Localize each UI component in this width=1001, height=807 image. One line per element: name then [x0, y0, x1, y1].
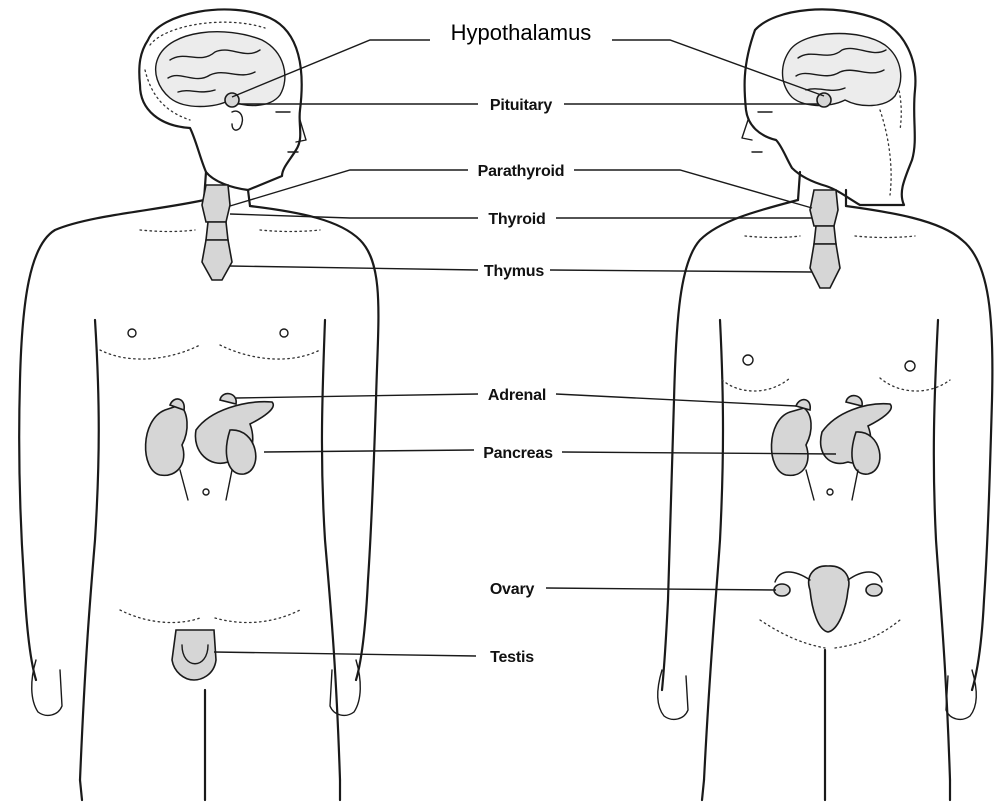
- female-left-kidney: [771, 408, 811, 475]
- male-figure: [19, 9, 378, 800]
- male-ear: [232, 111, 242, 130]
- male-legs: [80, 690, 340, 800]
- female-ureters: [806, 470, 858, 500]
- female-left-nipple: [743, 355, 753, 365]
- female-left-ovary: [774, 584, 790, 596]
- male-adrenal-gland: [170, 394, 236, 410]
- leader-adrenal-right: [556, 394, 796, 406]
- label-thyroid: Thyroid: [488, 211, 545, 228]
- label-testis: Testis: [490, 649, 534, 666]
- male-parathyroid-gland: [206, 222, 228, 240]
- leader-testis: [214, 652, 476, 656]
- leader-parathyroid-right: [574, 170, 812, 208]
- male-testis: [172, 630, 216, 680]
- leader-lines: [214, 40, 836, 656]
- female-pituitary-gland: [817, 93, 831, 107]
- label-adrenal: Adrenal: [488, 387, 546, 404]
- label-thymus: Thymus: [484, 263, 544, 280]
- female-legs: [702, 650, 950, 800]
- female-thyroid-gland: [810, 190, 838, 226]
- male-thymus-gland: [202, 240, 232, 280]
- female-figure: [658, 9, 993, 800]
- male-right-nipple: [280, 329, 288, 337]
- female-adrenal-gland: [796, 396, 862, 410]
- male-groin-stipple: [120, 610, 300, 623]
- male-navel: [203, 489, 209, 495]
- female-parathyroid-gland: [814, 226, 836, 244]
- leader-ovary: [546, 588, 776, 590]
- label-pancreas: Pancreas: [483, 445, 553, 462]
- labels: Hypothalamus Pituitary Parathyroid Thyro…: [451, 20, 592, 666]
- female-right-ovary: [866, 584, 882, 596]
- female-right-kidney: [852, 432, 880, 474]
- female-brain: [783, 34, 901, 106]
- female-navel: [827, 489, 833, 495]
- female-right-hand: [946, 670, 976, 719]
- male-left-kidney: [146, 405, 188, 475]
- label-hypothalamus: Hypothalamus: [451, 20, 592, 45]
- female-uterus: [809, 566, 849, 632]
- leader-thymus-right: [550, 270, 812, 272]
- male-brain: [156, 32, 285, 107]
- leader-thymus-left: [230, 266, 478, 270]
- label-ovary: Ovary: [490, 581, 535, 598]
- male-thyroid-gland: [202, 185, 230, 222]
- leader-parathyroid-left: [230, 170, 468, 206]
- leader-pancreas-left: [264, 450, 474, 452]
- leader-adrenal-left: [236, 394, 478, 398]
- female-right-nipple: [905, 361, 915, 371]
- male-left-hand: [32, 660, 62, 715]
- male-left-nipple: [128, 329, 136, 337]
- label-parathyroid: Parathyroid: [478, 163, 565, 180]
- male-inner-torso: [80, 320, 340, 780]
- female-thymus-gland: [810, 244, 840, 288]
- leader-thyroid-left: [230, 214, 478, 218]
- label-pituitary: Pituitary: [490, 97, 553, 114]
